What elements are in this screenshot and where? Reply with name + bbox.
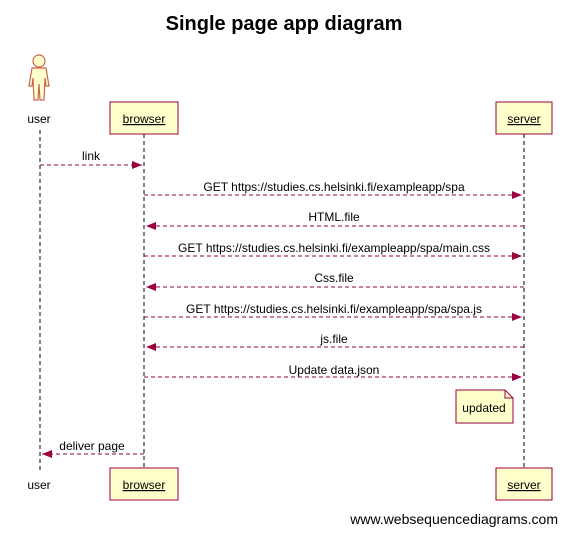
- participant-user-bottom-label: user: [27, 478, 50, 492]
- participant-browser-bottom-label: browser: [123, 478, 166, 492]
- message-6: GET https://studies.cs.helsinki.fi/examp…: [144, 302, 522, 321]
- message-8: Update data.json: [144, 363, 522, 381]
- participant-server-top: server: [495, 101, 553, 135]
- participant-server-bottom-label: server: [507, 478, 540, 492]
- participant-user-label: user: [27, 112, 50, 126]
- actor-user-top: user: [27, 54, 51, 126]
- note-text: updated: [462, 401, 505, 415]
- participant-browser-bottom: browser: [109, 467, 179, 501]
- participant-server-bottom: server: [495, 467, 553, 501]
- actor-icon: [28, 54, 50, 101]
- message-label: GET https://studies.cs.helsinki.fi/examp…: [178, 241, 490, 255]
- diagram-title: Single page app diagram: [166, 13, 403, 35]
- message-7: js.file: [146, 332, 524, 351]
- message-label: GET https://studies.cs.helsinki.fi/examp…: [203, 180, 465, 194]
- message-label: Css.file: [314, 271, 354, 285]
- note-updated: updated: [455, 389, 514, 424]
- message-9: deliver page: [42, 439, 144, 458]
- watermark[interactable]: www.websequencediagrams.com: [349, 511, 558, 527]
- message-label: GET https://studies.cs.helsinki.fi/examp…: [186, 302, 482, 316]
- message-label: HTML.file: [308, 210, 360, 224]
- message-label: js.file: [319, 332, 348, 346]
- message-label: Update data.json: [289, 363, 380, 377]
- participant-server-label: server: [507, 112, 540, 126]
- message-3: HTML.file: [146, 210, 524, 230]
- message-5: Css.file: [146, 271, 524, 291]
- message-4: GET https://studies.cs.helsinki.fi/examp…: [144, 241, 522, 260]
- message-2: GET https://studies.cs.helsinki.fi/examp…: [144, 180, 522, 199]
- message-label: deliver page: [59, 439, 125, 453]
- participant-browser-label: browser: [123, 112, 166, 126]
- participant-browser-top: browser: [109, 101, 179, 135]
- message-1: link: [40, 149, 142, 169]
- message-label: link: [82, 149, 101, 163]
